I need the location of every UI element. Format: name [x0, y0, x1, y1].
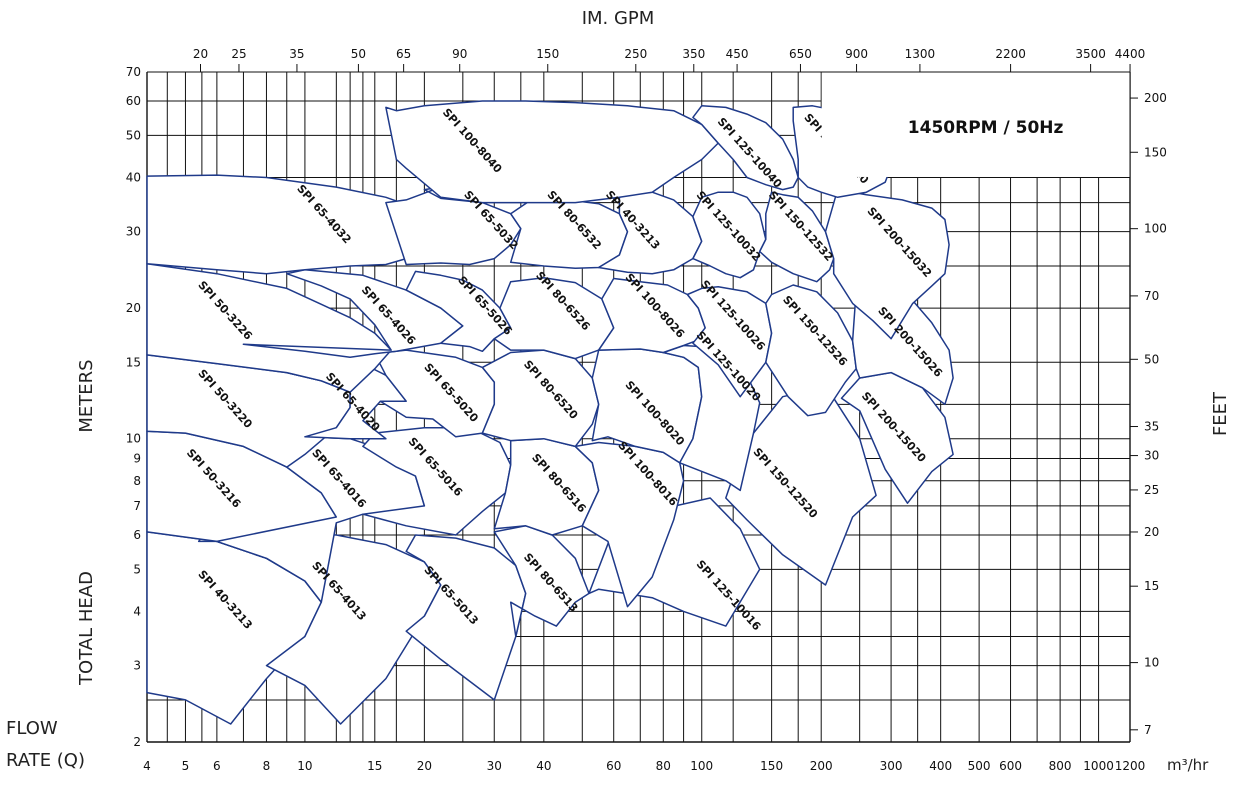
- x-tick-label: 40: [536, 759, 551, 773]
- x-tick-label: 500: [968, 759, 991, 773]
- x-tick-label: 200: [810, 759, 833, 773]
- rpm-box: [821, 72, 1130, 177]
- pump-curve-region: [686, 285, 773, 398]
- x-tick-label: 600: [999, 759, 1022, 773]
- x-tick-label: 15: [367, 759, 382, 773]
- gpm-tick-label: 450: [726, 47, 749, 61]
- pump-curve-region: [840, 371, 954, 504]
- feet-tick-label: 15: [1144, 579, 1159, 593]
- pump-curve-region: [481, 349, 600, 448]
- feet-tick-label: 7: [1144, 723, 1152, 737]
- x-tick-label: 60: [606, 759, 621, 773]
- top-axis-title: IM. GPM: [582, 8, 655, 29]
- y-tick-label: 60: [126, 94, 141, 108]
- gpm-tick-label: 150: [536, 47, 559, 61]
- gpm-tick-label: 90: [452, 47, 467, 61]
- feet-tick-label: 25: [1144, 483, 1159, 497]
- gpm-tick-label: 35: [289, 47, 304, 61]
- x-tick-label: 20: [417, 759, 432, 773]
- flow-label-line1: FLOW: [6, 718, 58, 739]
- y-tick-label: 40: [126, 170, 141, 184]
- feet-tick-label: 150: [1144, 145, 1167, 159]
- y-tick-label: 70: [126, 65, 141, 79]
- gpm-tick-label: 250: [624, 47, 647, 61]
- pump-curve-region: [385, 100, 719, 204]
- feet-tick-label: 50: [1144, 352, 1159, 366]
- y-tick-label: 10: [126, 432, 141, 446]
- gpm-tick-label: 650: [789, 47, 812, 61]
- x-tick-label: 800: [1049, 759, 1072, 773]
- x-tick-label: 10: [297, 759, 312, 773]
- y-tick-label: 3: [133, 659, 141, 673]
- feet-tick-label: 20: [1144, 525, 1159, 539]
- y-tick-label: 5: [133, 562, 141, 576]
- y-tick-label: 20: [126, 301, 141, 315]
- pump-curve-region: [405, 270, 512, 353]
- pump-curve-region: [146, 263, 392, 393]
- gpm-tick-label: 900: [845, 47, 868, 61]
- pump-curve-region: [405, 534, 527, 701]
- y-tick-label: 50: [126, 128, 141, 142]
- x-tick-label: 100: [690, 759, 713, 773]
- gpm-tick-label: 25: [231, 47, 246, 61]
- x-tick-label: 80: [656, 759, 671, 773]
- gpm-tick-label: 4400: [1115, 47, 1146, 61]
- x-tick-label: 1200: [1115, 759, 1146, 773]
- y-tick-label: 9: [133, 452, 141, 466]
- axis-ticks: 4 5 6 8 10 15 20 30 40 60 80 100 150 200 300 400 500 600 8…: [126, 47, 1167, 773]
- pump-curve-region: [597, 191, 703, 275]
- x-tick-label: 30: [487, 759, 502, 773]
- pump-curve-region: [385, 186, 522, 266]
- y-tick-label: 4: [133, 604, 141, 618]
- y-tick-label: 6: [133, 528, 141, 542]
- x-tick-label: 8: [263, 759, 271, 773]
- gpm-tick-label: 3500: [1075, 47, 1106, 61]
- bottom-axis-unit: m³/hr: [1167, 756, 1209, 774]
- feet-tick-label: 30: [1144, 449, 1159, 463]
- pump-curve-region: [692, 191, 767, 279]
- left-axis-title-meters: METERS: [76, 359, 97, 432]
- gpm-tick-label: 20: [193, 47, 208, 61]
- gpm-tick-label: 65: [396, 47, 411, 61]
- rpm-annotation: 1450RPM / 50Hz: [908, 118, 1064, 138]
- gpm-tick-label: 2200: [995, 47, 1026, 61]
- x-tick-label: 1000: [1083, 759, 1114, 773]
- y-tick-label: 2: [133, 735, 141, 749]
- x-tick-label: 400: [929, 759, 952, 773]
- right-axis-title-feet: FEET: [1210, 391, 1231, 436]
- pump-curve-region: [758, 191, 835, 283]
- x-tick-label: 300: [880, 759, 903, 773]
- y-tick-label: 30: [126, 225, 141, 239]
- left-axis-title-total-head: TOTAL HEAD: [76, 571, 97, 686]
- gpm-tick-label: 1300: [905, 47, 936, 61]
- feet-tick-label: 100: [1144, 222, 1167, 236]
- feet-tick-label: 200: [1144, 91, 1167, 105]
- pump-curve-region: [824, 188, 950, 340]
- flow-label-line2: RATE (Q): [6, 750, 85, 771]
- pump-curve-region: [692, 105, 799, 191]
- gpm-tick-label: 350: [682, 47, 705, 61]
- feet-tick-label: 10: [1144, 656, 1159, 670]
- y-tick-label: 15: [126, 355, 141, 369]
- y-tick-label: 7: [133, 499, 141, 513]
- x-tick-label: 4: [143, 759, 151, 773]
- x-tick-label: 150: [760, 759, 783, 773]
- pump-curve-region: [765, 284, 857, 417]
- y-tick-label: 8: [133, 474, 141, 488]
- x-tick-label: 5: [182, 759, 190, 773]
- gpm-tick-label: 50: [351, 47, 366, 61]
- pump-curve-region: [597, 277, 706, 354]
- feet-tick-label: 70: [1144, 289, 1159, 303]
- feet-tick-label: 35: [1144, 420, 1159, 434]
- x-tick-label: 6: [213, 759, 221, 773]
